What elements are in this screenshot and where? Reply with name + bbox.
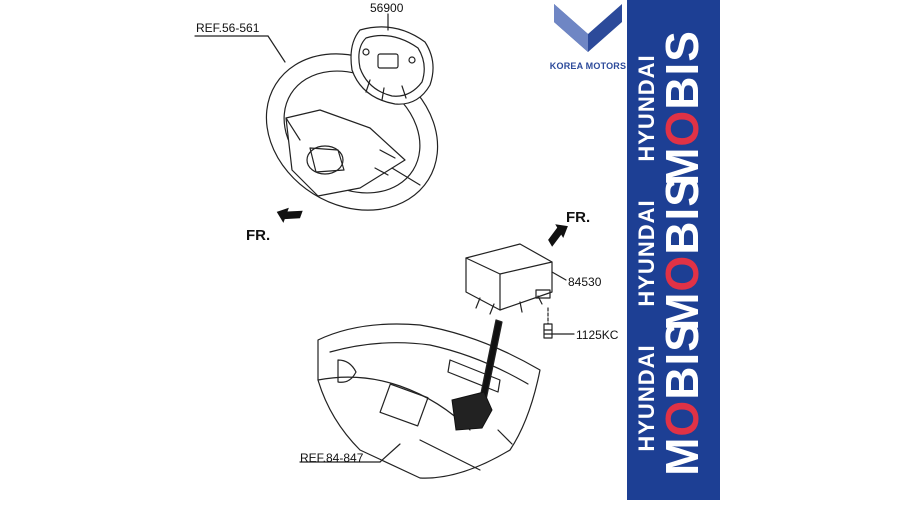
airbag-driver-label: 56900 [370, 1, 404, 15]
airbag-passenger-label: 84530 [568, 275, 602, 289]
leader-84530 [551, 271, 567, 281]
bolt-label: 1125KC [576, 328, 619, 342]
dash-airbag-location [451, 391, 493, 431]
direction-label-right: FR. [566, 209, 591, 226]
driver-airbag-drawing [350, 26, 434, 105]
direction-label-left: FR. [246, 227, 271, 244]
passenger-airbag-drawing [465, 243, 553, 315]
korea-motors-mark-icon [554, 4, 622, 52]
dashboard-drawing [317, 323, 541, 479]
direction-arrow-right [548, 224, 568, 247]
direction-arrow-left [276, 207, 303, 223]
ref-dash-label: REF.84-847 [300, 451, 364, 465]
brand-mobis-text: MOBIS [655, 320, 708, 476]
bolt-drawing [543, 307, 553, 339]
korea-motors-text: KOREA MOTORS [549, 61, 627, 71]
ref-steering-label: REF.56-561 [196, 21, 260, 35]
korea-motors-logo: KOREA MOTORS [548, 0, 628, 82]
diagram-drawing [194, 13, 575, 479]
brand-banner: HYUNDAI MOBIS HYUNDAI MOBIS HYUNDAI MOBI… [627, 0, 720, 500]
brand-unit-3: HYUNDAI MOBIS [634, 313, 714, 483]
